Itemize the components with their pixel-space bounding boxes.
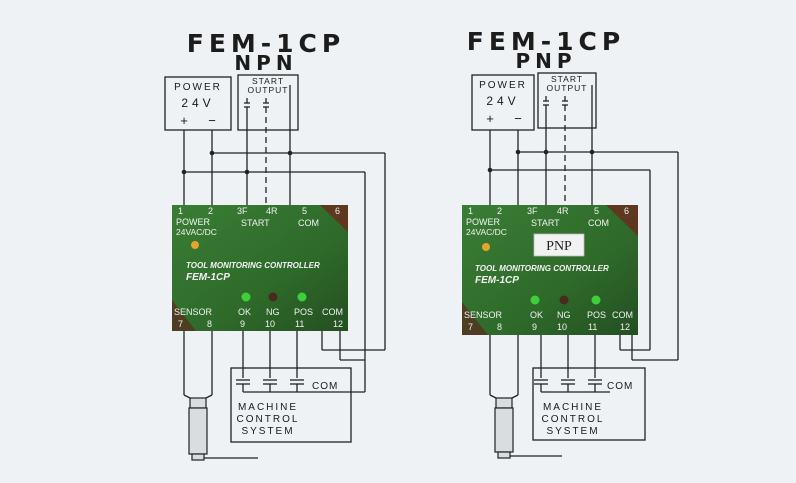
npn-board-power-spec: 24VAC/DC <box>176 227 217 237</box>
pnp-power-minus: − <box>514 111 522 126</box>
npn-power-box <box>164 76 232 131</box>
npn-ng-led <box>268 292 278 302</box>
npn-board-pos: POS <box>294 307 313 317</box>
pnp-start-output-box <box>537 72 597 129</box>
pnp-pin-5: 5 <box>594 206 599 216</box>
npn-pin-1: 1 <box>178 206 183 216</box>
npn-power-minus: − <box>208 113 216 128</box>
pnp-bottom-pins: 7 8 9 10 11 12 <box>468 322 630 332</box>
pnp-pin-11: 11 <box>588 322 597 332</box>
npn-start-line2: OUTPUT <box>248 85 289 95</box>
pnp-pin-12: 12 <box>620 322 630 332</box>
pnp-subtitle: PNP <box>515 49 576 73</box>
npn-board-sensor: SENSOR <box>174 307 213 317</box>
pnp-pin-9: 9 <box>532 322 537 332</box>
pnp-top-pins: 1 2 3F 4R 5 6 <box>468 206 629 216</box>
npn-pin-2: 2 <box>208 206 213 216</box>
npn-board-start: START <box>241 218 270 228</box>
npn-diagram: FEM-1CP NPN POWER 24V + − START OUTPUT <box>164 29 386 461</box>
pnp-ng-led <box>559 295 569 305</box>
pnp-machine-line1: MACHINE <box>543 402 603 413</box>
npn-pin-10: 10 <box>265 319 275 329</box>
npn-board-ng: NG <box>266 307 280 317</box>
npn-machine-com: COM <box>312 381 338 392</box>
pnp-diagram: FEM-1CP PNP POWER 24V + − START OUTPUT 1 <box>462 27 679 459</box>
npn-subtitle: NPN <box>234 51 297 75</box>
npn-board-com-bottom: COM <box>322 307 343 317</box>
pnp-board-power-spec: 24VAC/DC <box>466 227 507 237</box>
npn-pin-6: 6 <box>335 206 340 216</box>
pnp-board-pos: POS <box>587 310 606 320</box>
npn-pin-12: 12 <box>333 319 343 329</box>
pnp-board-power: POWER <box>466 217 501 227</box>
npn-machine-control-box <box>230 367 352 443</box>
pnp-pos-led <box>591 295 601 305</box>
pnp-pin-8: 8 <box>497 322 502 332</box>
pnp-board-ok: OK <box>530 310 543 320</box>
pnp-ok-led <box>530 295 540 305</box>
npn-board-com-top: COM <box>298 218 319 228</box>
pnp-machine-line2: CONTROL <box>542 414 605 425</box>
pnp-board-start: START <box>531 218 560 228</box>
npn-machine-line1: MACHINE <box>238 402 298 413</box>
pnp-pin-1: 1 <box>468 206 473 216</box>
npn-power-voltage: 24V <box>181 96 214 110</box>
npn-machine-line2: CONTROL <box>237 414 300 425</box>
pnp-sensor-body <box>494 407 514 453</box>
npn-pin-5: 5 <box>302 206 307 216</box>
npn-sensor-body <box>188 407 208 455</box>
npn-bottom-pins: 7 8 9 10 11 12 <box>178 319 343 329</box>
pnp-pin-10: 10 <box>557 322 567 332</box>
pnp-controller-board <box>462 205 638 335</box>
pnp-board-com-top: COM <box>588 218 609 228</box>
npn-title: FEM-1CP <box>187 29 345 58</box>
pnp-start-line2: OUTPUT <box>547 83 588 93</box>
npn-board-ok: OK <box>238 307 251 317</box>
npn-board-name: TOOL MONITORING CONTROLLER <box>186 261 320 270</box>
npn-pos-led <box>297 292 307 302</box>
npn-pin-8: 8 <box>207 319 212 329</box>
pnp-pin-3f: 3F <box>527 206 538 216</box>
pnp-board-ng: NG <box>557 310 571 320</box>
npn-top-pins: 1 2 3F 4R 5 6 <box>178 206 340 216</box>
pnp-pin-6: 6 <box>624 206 629 216</box>
npn-controller-board <box>172 205 348 331</box>
npn-pin-9: 9 <box>240 319 245 329</box>
npn-power-led <box>191 241 199 249</box>
pnp-power-box <box>471 74 535 131</box>
pnp-power-plus: + <box>486 111 494 126</box>
pnp-title: FEM-1CP <box>467 27 625 56</box>
npn-ok-led <box>241 292 251 302</box>
pnp-start-line1: START <box>551 74 583 84</box>
pnp-pin-2: 2 <box>497 206 502 216</box>
npn-pin-11: 11 <box>295 319 304 329</box>
pnp-board-sensor: SENSOR <box>464 310 503 320</box>
pnp-badge-label: PNP <box>546 239 572 254</box>
npn-pin-3f: 3F <box>237 206 248 216</box>
pnp-pin-7: 7 <box>468 322 473 332</box>
npn-pin-4r: 4R <box>266 206 278 216</box>
npn-board-model: FEM-1CP <box>186 272 230 283</box>
pnp-badge <box>533 233 585 257</box>
pnp-machine-com: COM <box>607 381 633 392</box>
pnp-board-model: FEM-1CP <box>475 275 519 286</box>
npn-power-label: POWER <box>174 82 222 93</box>
pnp-power-voltage: 24V <box>486 94 519 108</box>
pnp-power-led <box>482 243 490 251</box>
pnp-machine-line3: SYSTEM <box>546 426 599 437</box>
npn-machine-line3: SYSTEM <box>241 426 294 437</box>
npn-pin-7: 7 <box>178 319 183 329</box>
npn-start-line1: START <box>252 76 284 86</box>
npn-start-output-box <box>237 74 299 131</box>
pnp-board-com-bottom: COM <box>612 310 633 320</box>
pnp-pin-4r: 4R <box>557 206 569 216</box>
pnp-power-label: POWER <box>479 80 527 91</box>
pnp-board-name: TOOL MONITORING CONTROLLER <box>475 264 609 273</box>
npn-power-plus: + <box>180 113 188 128</box>
pnp-machine-control-box <box>532 367 646 441</box>
npn-board-power: POWER <box>176 217 211 227</box>
